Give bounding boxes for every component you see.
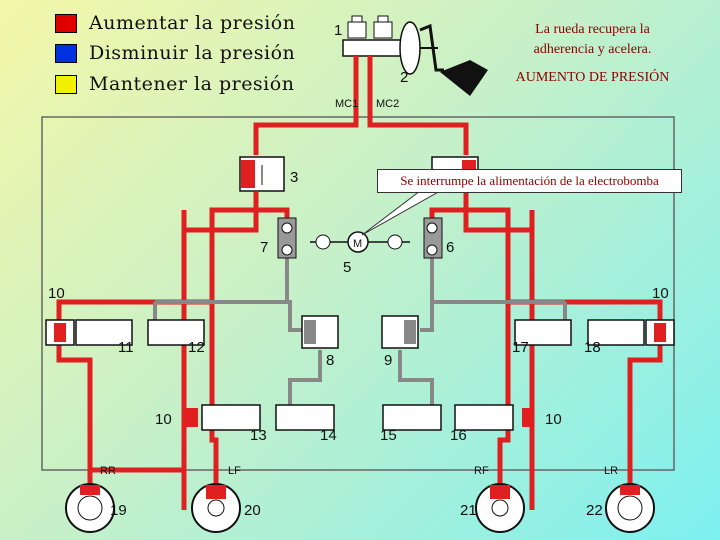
number-10-lower-right: 10 xyxy=(545,411,562,428)
legend-label: Disminuir la presión xyxy=(89,42,296,64)
number-6: 6 xyxy=(446,239,454,256)
number-19: 19 xyxy=(110,502,127,519)
wheel-lf xyxy=(191,483,241,533)
legend-label: Aumentar la presión xyxy=(89,12,296,34)
master-cylinder xyxy=(342,15,404,57)
number-20: 20 xyxy=(244,502,261,519)
note-mode: AUMENTO DE PRESIÓN xyxy=(515,70,670,85)
number-13: 13 xyxy=(250,427,267,444)
note-wheel-recovers: La rueda recupera la adherencia y aceler… xyxy=(533,22,652,57)
number-1: 1 xyxy=(334,22,342,39)
number-17: 17 xyxy=(512,339,529,356)
legend-hold: Mantener la presión xyxy=(55,73,294,95)
number-10-right: 10 xyxy=(652,285,669,302)
number-7: 7 xyxy=(260,239,268,256)
number-15: 15 xyxy=(380,427,397,444)
label-rr: RR xyxy=(100,465,116,477)
number-10-lower-left: 10 xyxy=(155,411,172,428)
brake-pedal-icon xyxy=(440,60,488,96)
label-lr: LR xyxy=(604,465,618,477)
wheel-rr xyxy=(65,483,115,533)
pump-7 xyxy=(277,217,297,259)
number-3: 3 xyxy=(290,169,298,186)
legend-swatch-red xyxy=(55,13,77,33)
number-8: 8 xyxy=(326,352,334,369)
number-16: 16 xyxy=(450,427,467,444)
wheel-lr xyxy=(605,483,655,533)
active-valve-marks xyxy=(54,323,666,427)
accumulator-8 xyxy=(301,315,339,349)
legend-swatch-yellow xyxy=(55,74,77,94)
pressure-lines xyxy=(56,56,663,510)
number-21: 21 xyxy=(460,502,477,519)
number-5: 5 xyxy=(343,259,351,276)
accumulator-9 xyxy=(381,315,419,349)
wheel-rf xyxy=(475,483,525,533)
number-10-left: 10 xyxy=(48,285,65,302)
electric-motor: M xyxy=(310,231,410,253)
solenoid-valves xyxy=(45,319,675,431)
number-18: 18 xyxy=(584,339,601,356)
legend-label: Mantener la presión xyxy=(89,73,295,95)
pump-6 xyxy=(423,217,443,259)
label-rf: RF xyxy=(474,465,489,477)
motor-label: M xyxy=(353,238,362,250)
number-12: 12 xyxy=(188,339,205,356)
number-11: 11 xyxy=(118,339,134,356)
number-2: 2 xyxy=(400,69,408,86)
legend-swatch-blue xyxy=(55,43,77,63)
label-lf: LF xyxy=(228,465,241,477)
number-22: 22 xyxy=(586,502,603,519)
valve-3 xyxy=(239,156,285,192)
brake-booster xyxy=(399,21,444,75)
legend-decrease: Disminuir la presión xyxy=(55,42,295,64)
legend-increase: Aumentar la presión xyxy=(55,12,295,34)
callout-motor-interrupted: Se interrumpe la alimentación de la elec… xyxy=(377,169,682,193)
label-mc2: MC2 xyxy=(376,98,399,110)
return-lines xyxy=(153,258,567,405)
number-14: 14 xyxy=(320,427,337,444)
label-mc1: MC1 xyxy=(335,98,358,110)
number-9: 9 xyxy=(384,352,392,369)
